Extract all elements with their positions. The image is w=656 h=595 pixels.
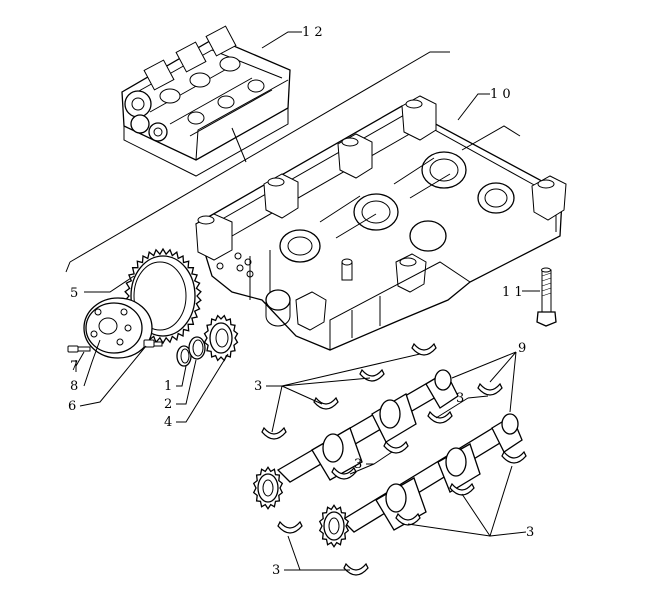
hub-pulley: [83, 297, 153, 359]
callout-3e-leader: [284, 535, 350, 571]
small-gear-part-4: [203, 314, 239, 362]
balance-shaft-upper: [252, 369, 459, 510]
callout-10-leader: [457, 93, 490, 121]
callout-3e: 3: [272, 563, 280, 578]
bearing-shells: [261, 342, 527, 576]
bearing-shell: [501, 450, 527, 464]
callout-5-leader: [84, 275, 135, 293]
callout-8-leader: [83, 339, 101, 387]
callout-3c: 3: [354, 457, 362, 472]
callout-3d: 3: [526, 525, 534, 540]
inset-assembled-carrier: [121, 25, 291, 177]
bearing-shell: [449, 482, 475, 496]
callout-3b: 3: [456, 391, 464, 406]
bearing-shell: [331, 466, 357, 480]
callout-2: 2: [164, 397, 172, 412]
callout-2-leader: [176, 359, 197, 405]
screw-part-6: [143, 339, 163, 348]
bearing-shell: [313, 396, 339, 410]
callout-3b-leader: [435, 395, 489, 419]
callout-3d-leader: [407, 465, 527, 537]
callout-3a-leader: [266, 353, 421, 433]
divider-line: [65, 51, 450, 273]
callout-7: 7: [70, 359, 78, 374]
callout-4: 4: [164, 415, 172, 430]
callout-3a: 3: [254, 379, 262, 394]
bearing-shell: [477, 382, 503, 396]
bearing-shell: [277, 520, 303, 534]
bearing-shell: [427, 410, 453, 424]
callout-12-leader: [261, 31, 302, 49]
callout-8: 8: [70, 379, 78, 394]
screw-part-7: [67, 345, 91, 353]
callout-11: 1 1: [502, 285, 523, 300]
callout-9: 9: [518, 341, 526, 356]
callout-10: 1 0: [490, 87, 511, 102]
ring-part-1: [176, 345, 192, 367]
bearing-shell: [359, 368, 385, 382]
bearing-shell: [343, 562, 369, 576]
callout-7-leader: [75, 351, 85, 372]
callout-1-leader: [176, 365, 187, 387]
bearing-shell: [411, 342, 437, 356]
inset-pointer: [231, 127, 247, 163]
callout-1: 1: [164, 379, 172, 394]
callout-12: 1 2: [302, 25, 323, 40]
callout-4-leader: [176, 353, 229, 423]
callout-6: 6: [68, 399, 76, 414]
callout-5: 5: [70, 286, 78, 301]
callout-3c-leader: [349, 451, 393, 475]
callout-9-leader: [451, 351, 517, 413]
bearing-shell: [261, 426, 287, 440]
balance-shaft-lower: [318, 413, 523, 548]
bearing-shell: [395, 512, 421, 526]
callout-6-leader: [79, 345, 147, 407]
carrier-housing: [195, 95, 567, 351]
ring-part-2: [188, 336, 206, 360]
bolt-part-11: [536, 267, 557, 327]
bearing-shell: [383, 440, 409, 454]
